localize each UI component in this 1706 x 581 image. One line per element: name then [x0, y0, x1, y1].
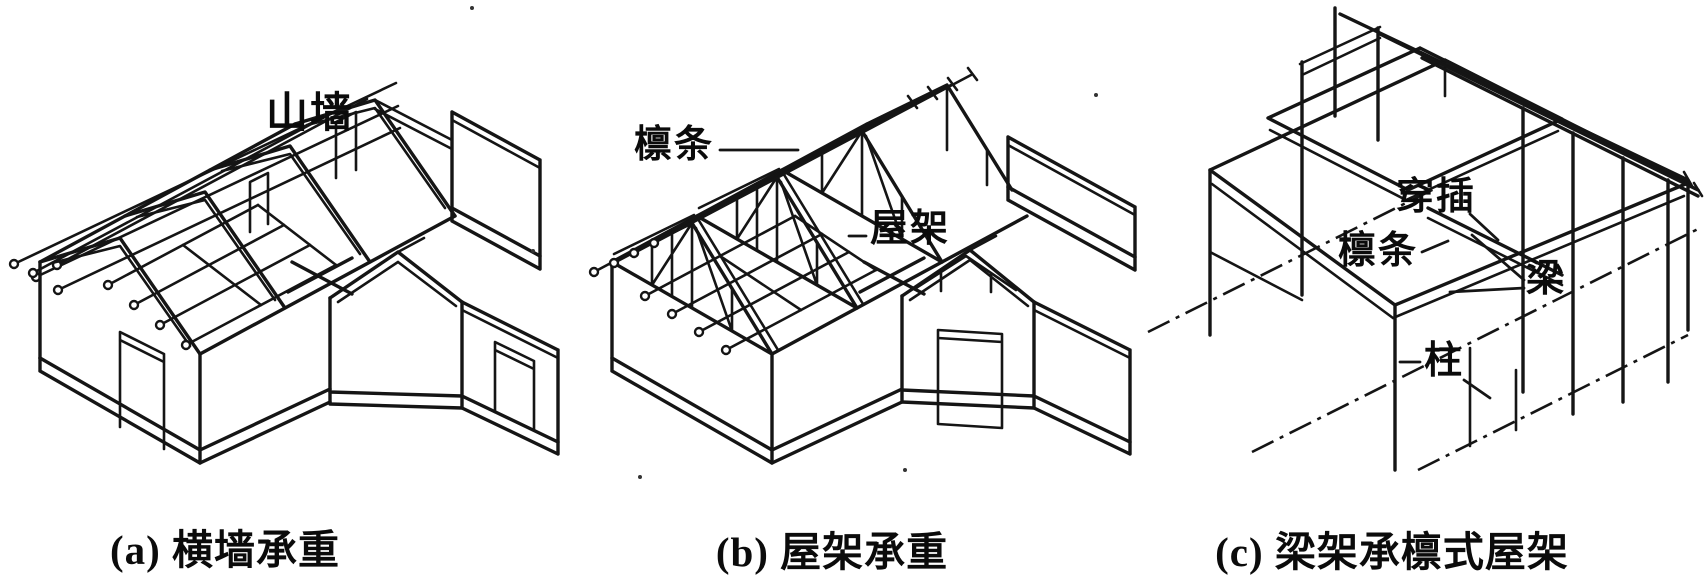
ground-axis-lines — [1147, 180, 1701, 472]
building-b-drawing — [588, 66, 1137, 465]
partition-walls-a — [248, 98, 454, 234]
floor-joists-b — [639, 214, 878, 356]
purlin-c-label-leader — [1420, 239, 1450, 254]
label-purlin-c: 檩条 — [1338, 230, 1419, 272]
frame-c-drawing — [1147, 6, 1704, 472]
rear-wall-b — [1006, 135, 1137, 272]
label-penetrating-tie: 穿插 — [1396, 176, 1477, 218]
front-wing-b — [900, 234, 1132, 456]
beam-label-leader — [1448, 233, 1526, 294]
label-purlin-b: 檩条 — [634, 124, 715, 166]
label-roof-truss: 屋架 — [870, 208, 951, 250]
penetrating-tie-beam — [1426, 206, 1564, 287]
caption-panel-a: (a) 横墙承重 — [109, 527, 341, 573]
building-a-drawing — [8, 81, 560, 465]
column-label-leader — [1398, 360, 1492, 400]
label-column: 柱 — [1424, 340, 1465, 382]
floor-joists-a — [102, 203, 338, 351]
columns — [1208, 58, 1690, 472]
receding-frames — [1468, 106, 1670, 448]
ridge-posts — [1298, 6, 1382, 142]
front-wing-a — [328, 236, 560, 456]
label-beam: 梁 — [1526, 258, 1567, 300]
purlins-c — [1338, 12, 1704, 198]
upper-beam-level — [1266, 46, 1564, 202]
caption-panel-b: (b) 屋架承重 — [715, 529, 949, 575]
rear-wall-a — [450, 110, 542, 271]
label-gable-wall: 山墙 — [266, 91, 355, 137]
end-wall-a — [38, 260, 332, 465]
caption-panel-c: (c) 梁架承檩式屋架 — [1215, 529, 1569, 575]
end-wall-b — [610, 122, 1029, 465]
tie-label-leader — [1468, 212, 1500, 242]
purlins-b — [588, 66, 979, 278]
purlin-bundle-a — [8, 81, 402, 296]
scan-noise-dots — [470, 6, 1098, 479]
gable-cross-walls — [38, 98, 457, 356]
